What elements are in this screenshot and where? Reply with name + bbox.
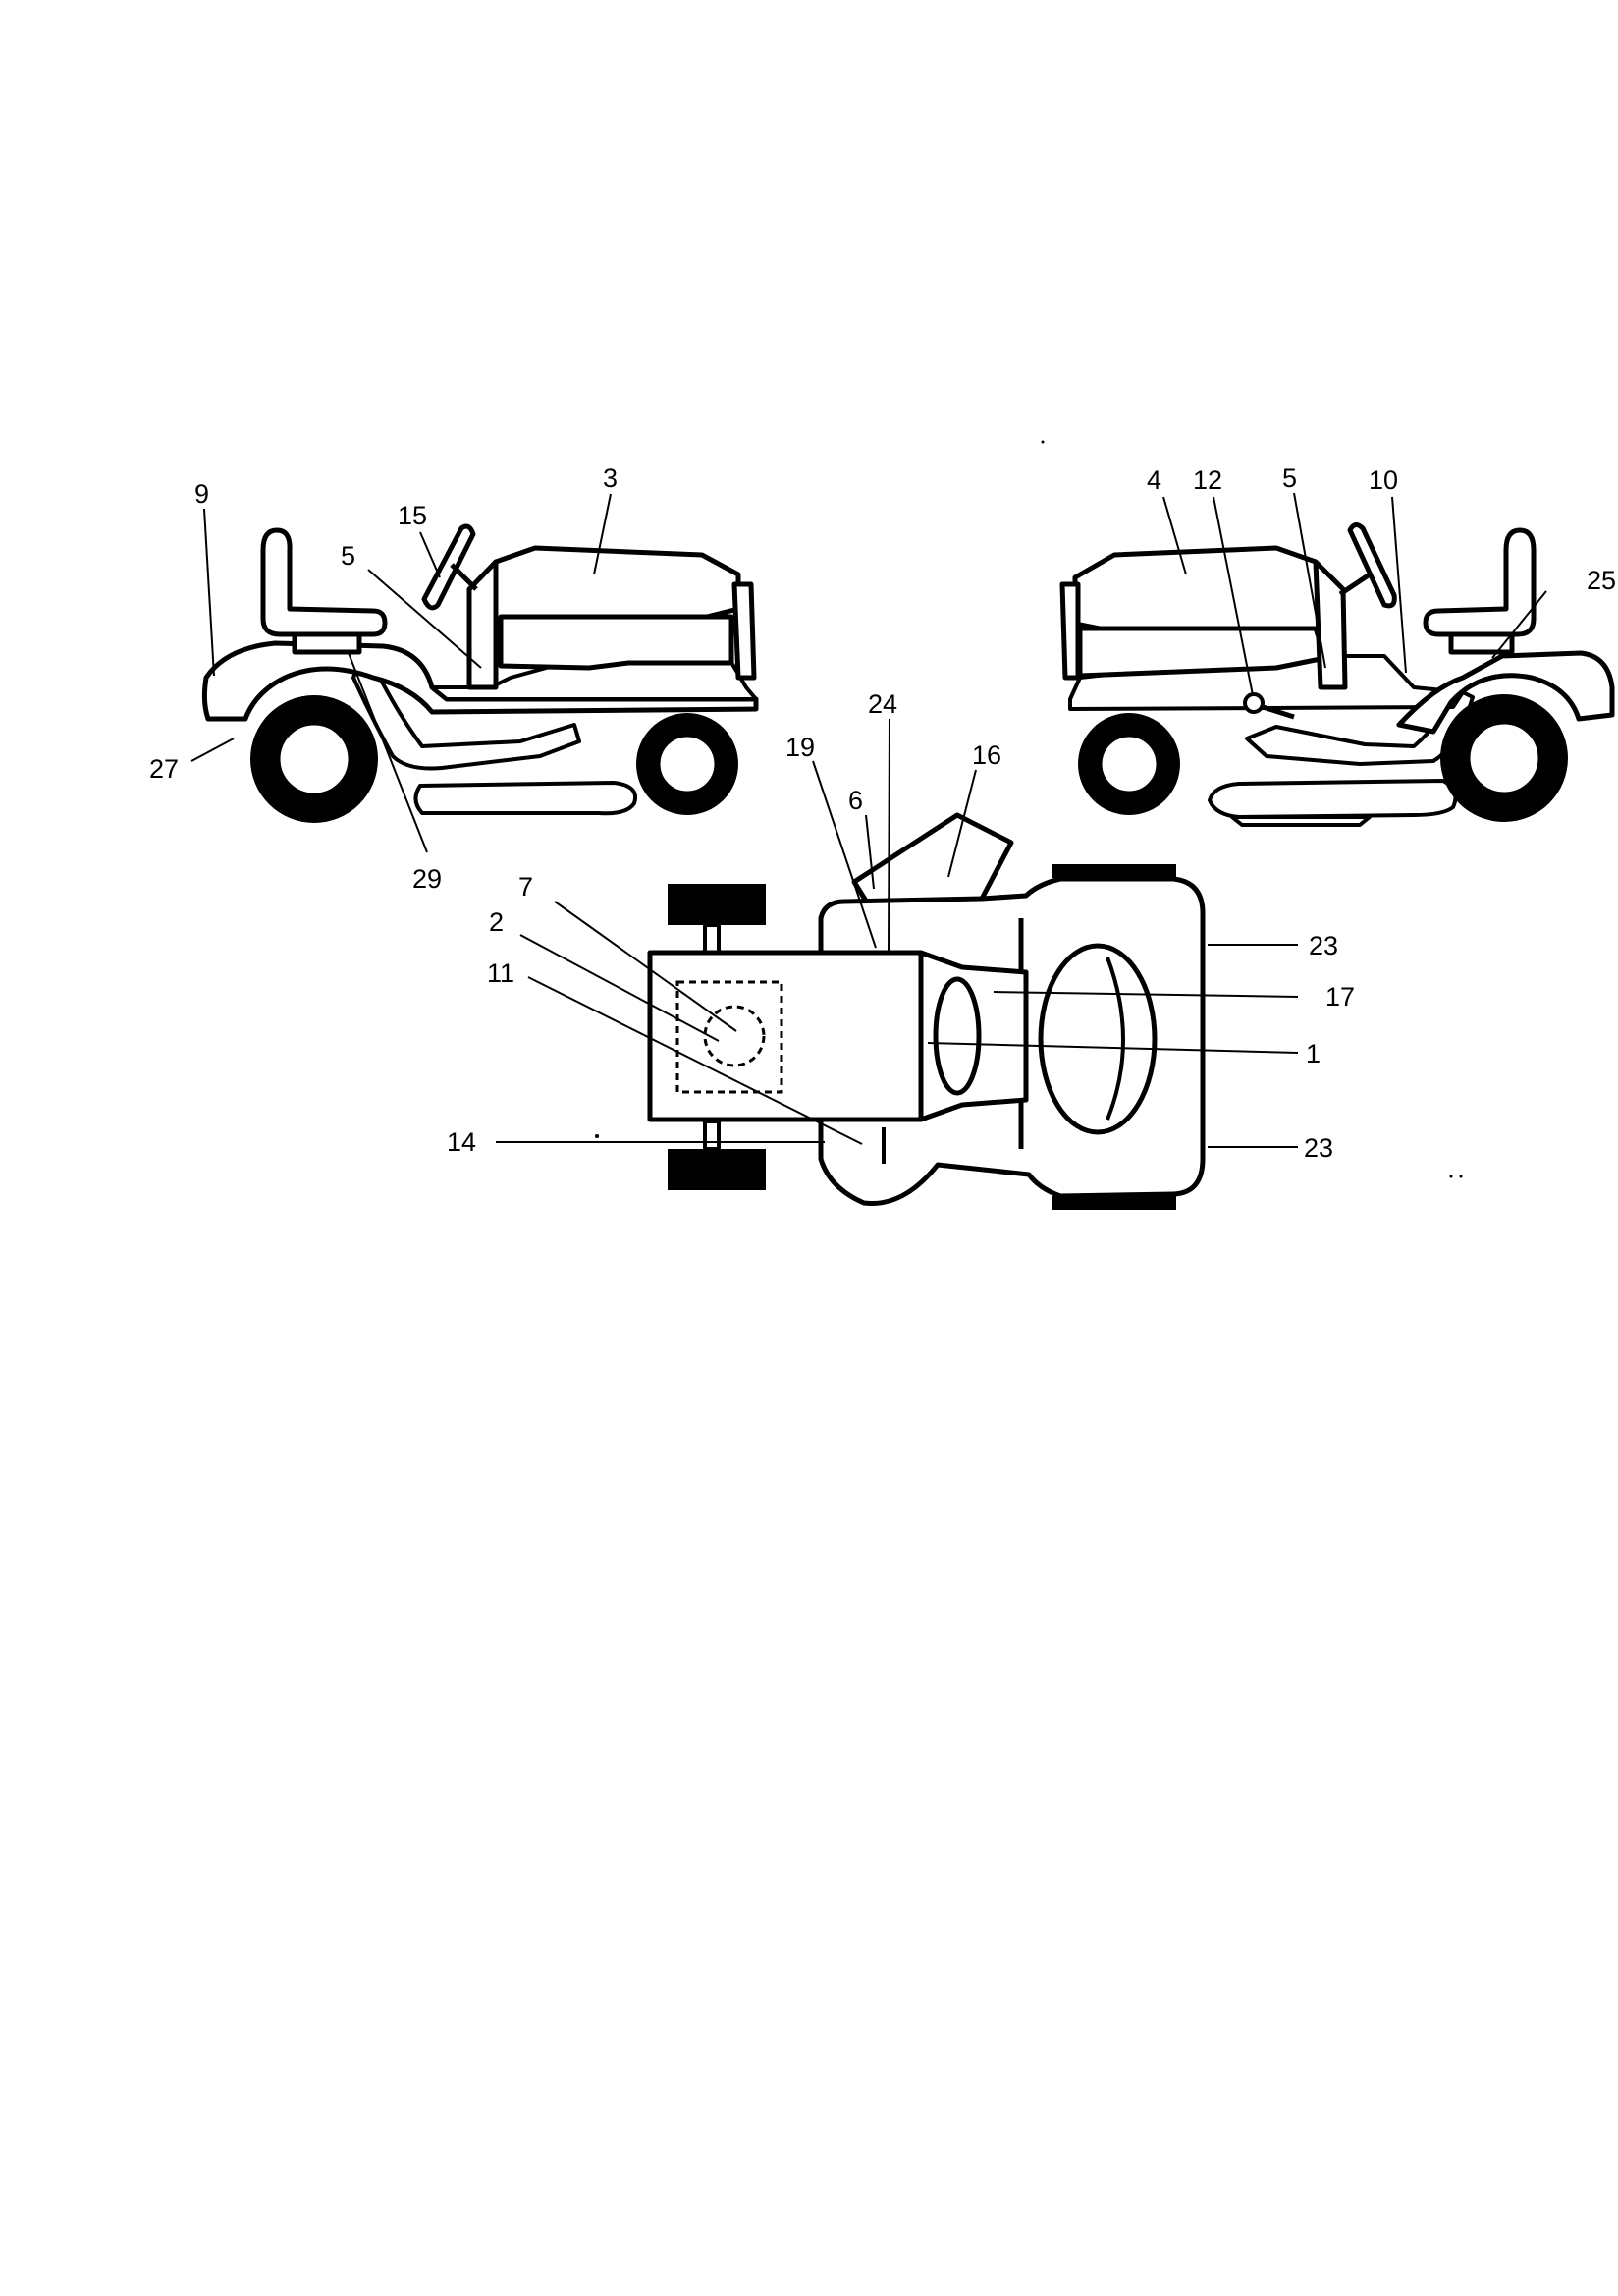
callout-4: 4 xyxy=(1147,465,1161,495)
callout-11: 11 xyxy=(487,958,514,988)
callout-29: 29 xyxy=(412,864,442,894)
callout-23-upper: 23 xyxy=(1309,931,1338,960)
right-rear-fender xyxy=(1396,650,1615,735)
left-grille xyxy=(731,581,757,681)
right-dash xyxy=(1313,559,1348,690)
left-footrest xyxy=(351,646,581,771)
callout-12: 12 xyxy=(1193,465,1222,495)
callout-6: 6 xyxy=(848,786,863,815)
callout-7: 7 xyxy=(518,872,533,902)
callout-5-right: 5 xyxy=(1282,464,1297,493)
left-side-view xyxy=(201,523,759,823)
callout-5: 5 xyxy=(341,541,355,571)
right-grille xyxy=(1059,581,1081,681)
right-seat xyxy=(1423,527,1537,637)
left-dash xyxy=(466,559,499,690)
callout-3: 3 xyxy=(603,464,618,493)
callout-9: 9 xyxy=(194,479,209,509)
top-steering-column xyxy=(933,976,982,1096)
top-front-tire-upper xyxy=(1052,864,1176,878)
callout-14: 14 xyxy=(447,1127,476,1157)
top-fuel-cap xyxy=(703,1005,766,1067)
left-callout-labels: 9 15 3 5 27 29 xyxy=(149,464,618,894)
callout-24: 24 xyxy=(868,689,897,719)
lift-lever-knob xyxy=(1243,692,1265,714)
callout-10: 10 xyxy=(1369,465,1398,495)
callout-23-lower: 23 xyxy=(1304,1133,1333,1163)
top-front-tire-lower xyxy=(1052,1196,1176,1210)
right-callout-labels: 4 12 5 10 25 xyxy=(1147,464,1616,595)
callout-25: 25 xyxy=(1587,566,1616,595)
left-seat xyxy=(260,527,388,637)
callout-15: 15 xyxy=(398,501,427,530)
top-callout-lines xyxy=(496,718,1299,1148)
left-steering-wheel xyxy=(421,523,476,611)
top-rear-tire-lower xyxy=(668,1149,766,1190)
callout-19: 19 xyxy=(785,733,815,762)
top-view xyxy=(647,812,1206,1210)
right-mower-deck xyxy=(1208,779,1458,819)
top-seat-pan xyxy=(647,950,924,1122)
callout-16: 16 xyxy=(972,740,1001,770)
callout-27: 27 xyxy=(149,754,179,784)
top-rear-tire-upper xyxy=(668,884,766,925)
top-battery-area xyxy=(675,980,783,1094)
callout-17: 17 xyxy=(1325,982,1355,1011)
right-side-view xyxy=(1059,522,1615,827)
left-callout-lines xyxy=(190,493,612,853)
right-callout-lines xyxy=(1162,492,1547,696)
left-hood-lower xyxy=(498,614,734,671)
top-hood-outer xyxy=(1038,943,1158,1135)
left-seat-base xyxy=(292,631,362,655)
right-seat-base xyxy=(1448,631,1515,655)
top-callout-labels: 24 19 6 16 7 2 11 14 23 17 1 23 xyxy=(447,689,1355,1163)
callout-2: 2 xyxy=(489,907,504,937)
right-hood xyxy=(1072,545,1336,631)
left-mower-deck xyxy=(413,781,637,816)
callout-1: 1 xyxy=(1306,1039,1321,1068)
right-steering-wheel xyxy=(1347,522,1397,609)
